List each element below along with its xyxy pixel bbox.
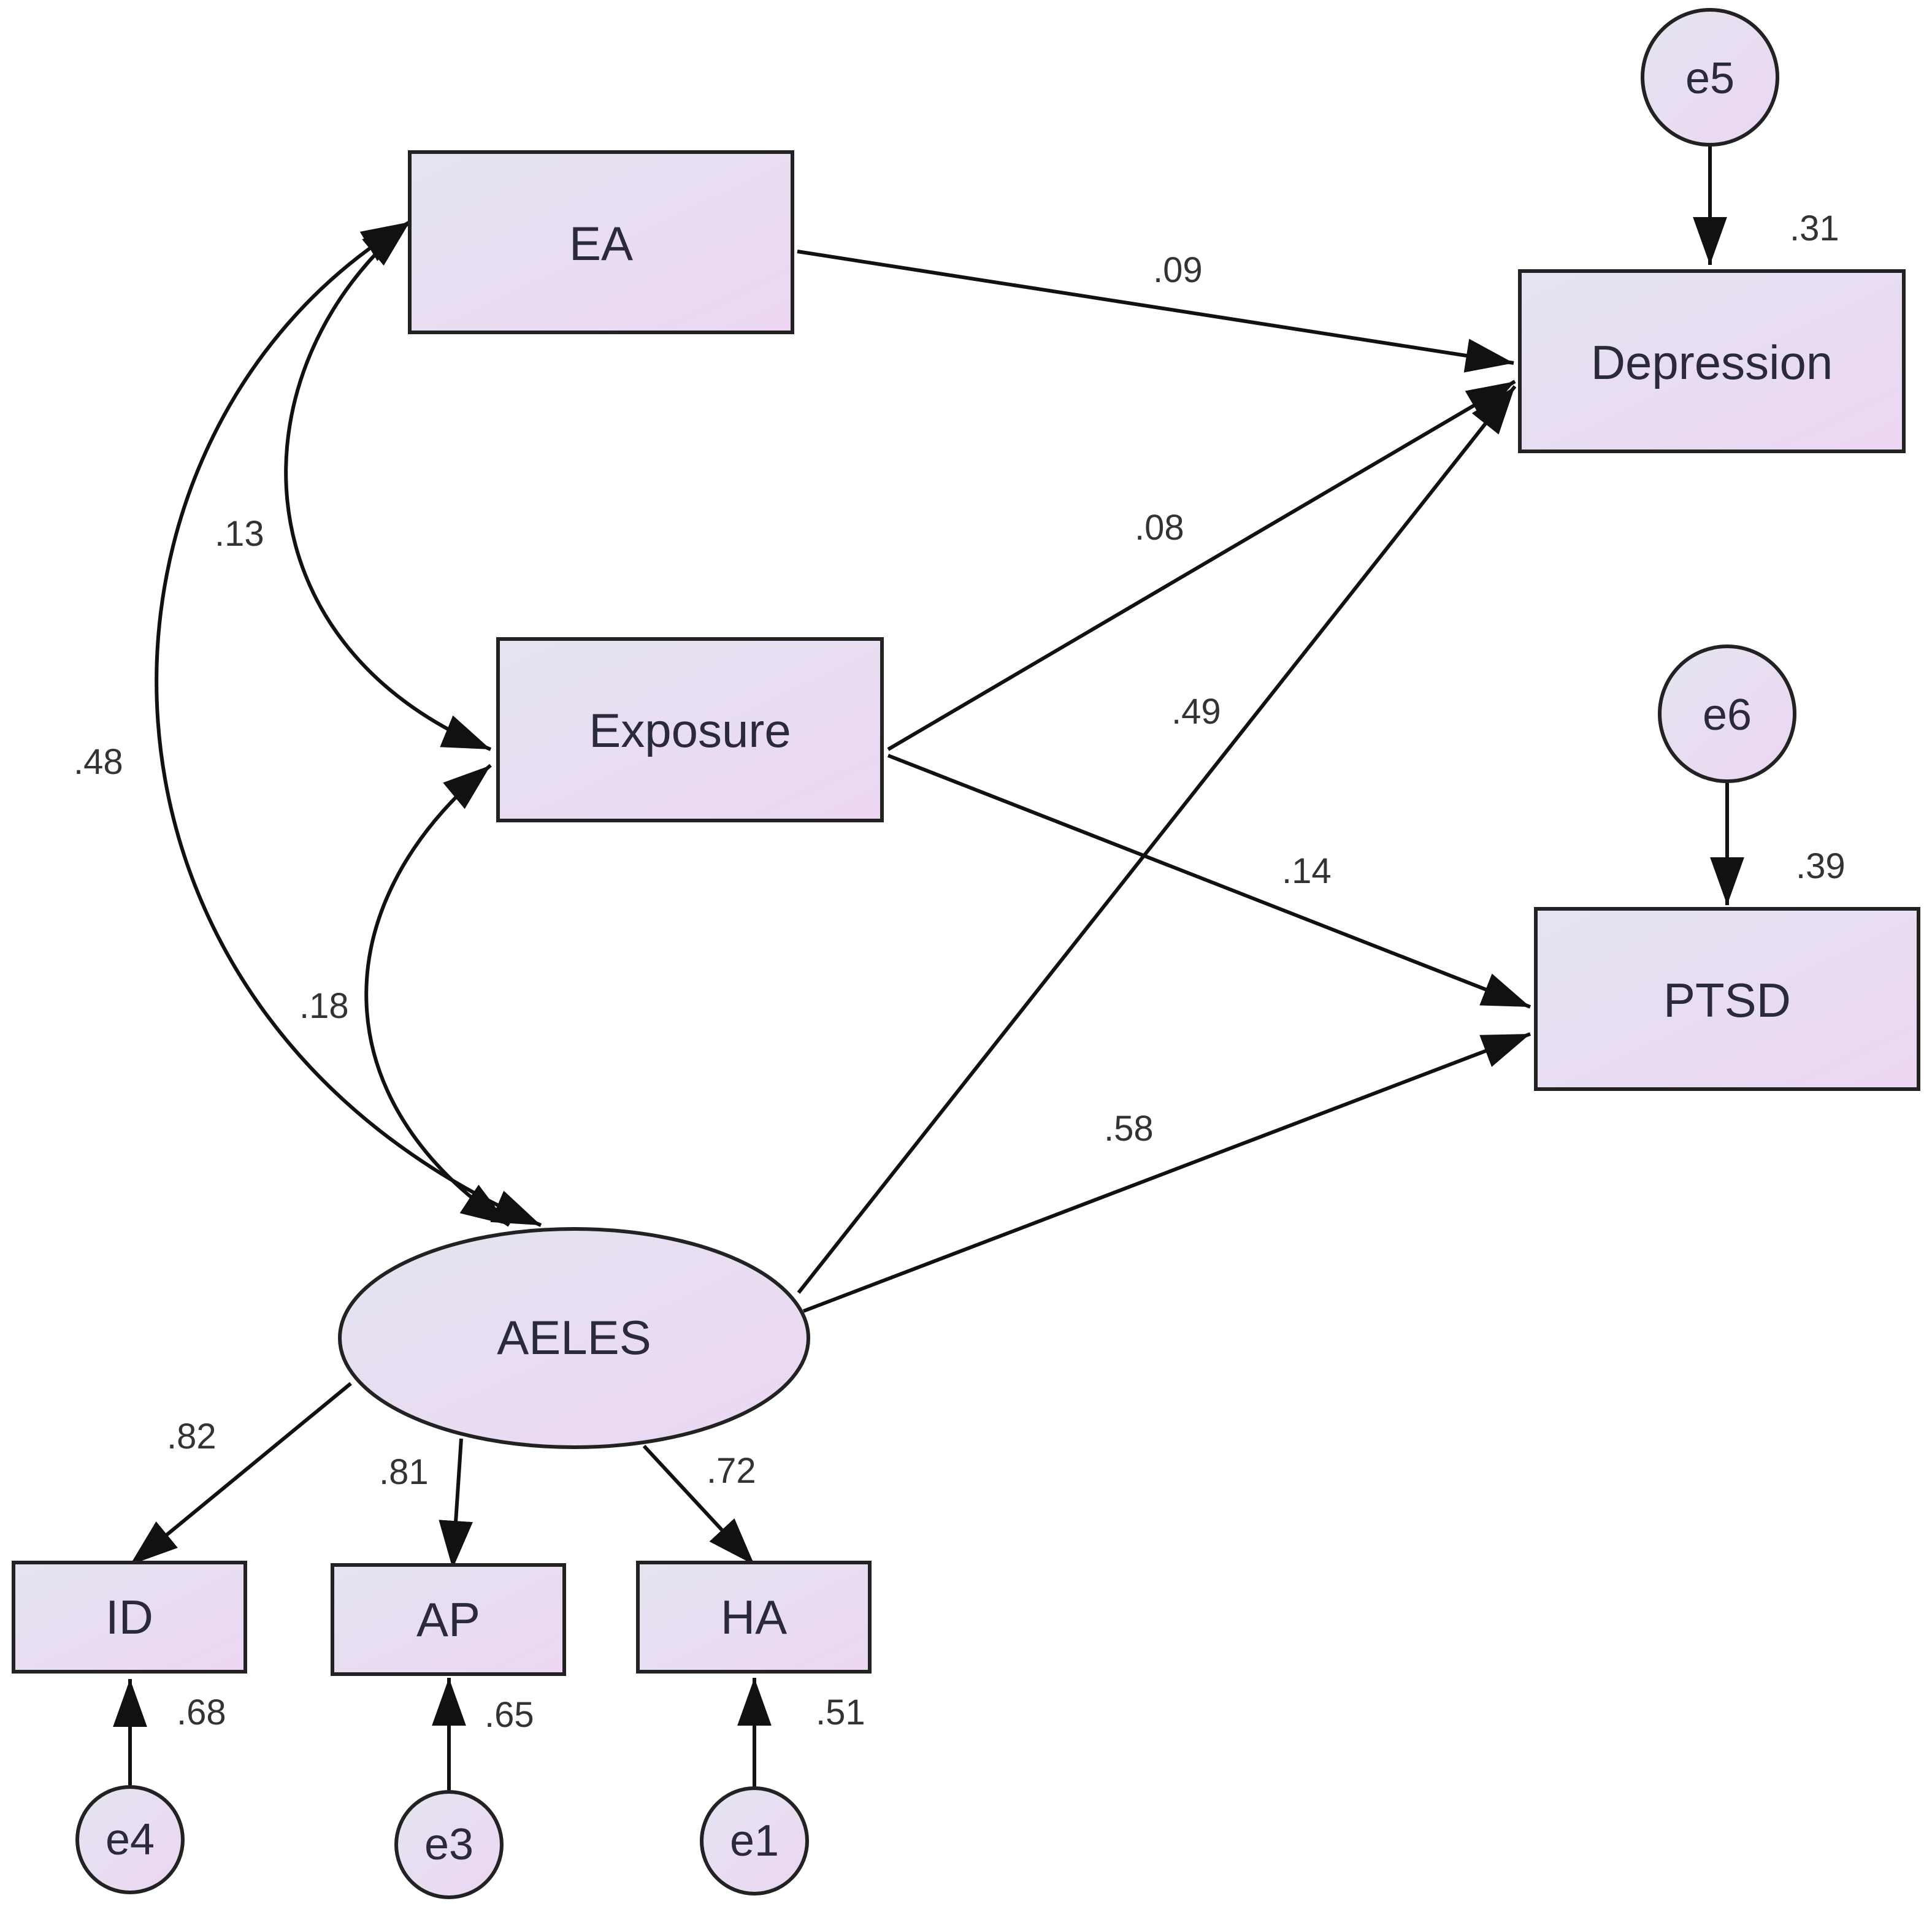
coef-aeles-depression: .49: [1171, 692, 1221, 732]
edge-aeles-depression: [797, 385, 1517, 1294]
correlation-ea-aeles: [155, 220, 542, 1227]
coef-aeles-ptsd: .58: [1104, 1109, 1154, 1149]
error-e1: e1: [700, 1786, 809, 1896]
coef-ea-exposure: .13: [215, 514, 264, 554]
error-e5: e5: [1641, 8, 1779, 147]
r2-ptsd: .39: [1796, 846, 1846, 886]
error-e5-label: e5: [1685, 54, 1735, 103]
node-id: ID: [12, 1561, 247, 1674]
node-depression-label: Depression: [1591, 335, 1833, 389]
edge-aeles-ha: [642, 1444, 756, 1567]
r2-depression: .31: [1790, 208, 1839, 248]
coef-aeles-ap: .81: [379, 1452, 429, 1492]
coef-exposure-ptsd: .14: [1282, 851, 1332, 891]
edge-aeles-ap: [439, 1438, 473, 1569]
coef-exposure-depression: .08: [1135, 508, 1184, 548]
node-depression: Depression: [1518, 269, 1906, 453]
coef-aeles-id: .82: [167, 1417, 217, 1456]
node-ea: EA: [408, 150, 794, 334]
coef-aeles-ha: .72: [707, 1451, 756, 1491]
node-ha-label: HA: [721, 1590, 787, 1644]
edge-exposure-depression: [887, 380, 1516, 751]
error-e6-label: e6: [1703, 691, 1752, 740]
coef-ea-aeles: .48: [74, 742, 123, 782]
error-e1-label: e1: [730, 1816, 779, 1865]
node-aeles-label: AELES: [497, 1310, 651, 1364]
node-exposure: Exposure: [496, 637, 884, 822]
error-e4: e4: [75, 1785, 185, 1894]
node-ap: AP: [331, 1563, 566, 1676]
edge-exposure-ptsd: [887, 754, 1531, 1009]
error-e3: e3: [394, 1790, 504, 1899]
edge-aeles-id: [129, 1382, 352, 1567]
node-ha: HA: [636, 1561, 872, 1674]
node-ptsd-label: PTSD: [1663, 973, 1791, 1027]
coefficients: .09 .08 .49 .14 .58 .13 .48 .18 .82 .81 …: [74, 208, 1846, 1735]
coef-ea-depression: .09: [1153, 250, 1203, 290]
correlation-exposure-aeles: [364, 763, 510, 1227]
edge-ea-depression: [797, 250, 1514, 373]
error-e3-label: e3: [424, 1820, 473, 1869]
error-e6: e6: [1658, 645, 1796, 783]
error-e4-label: e4: [105, 1815, 155, 1864]
node-aeles: AELES: [338, 1227, 810, 1449]
edges: [113, 145, 1744, 1794]
edge-aeles-ptsd: [802, 1032, 1531, 1313]
node-exposure-label: Exposure: [589, 703, 791, 757]
node-ea-label: EA: [569, 216, 633, 270]
node-ptsd: PTSD: [1534, 907, 1920, 1091]
node-id-label: ID: [105, 1590, 153, 1644]
r2-id: .68: [177, 1693, 226, 1732]
node-ap-label: AP: [416, 1593, 480, 1647]
r2-ha: .51: [816, 1693, 865, 1732]
coef-exposure-aeles: .18: [299, 986, 349, 1026]
r2-ap: .65: [485, 1695, 534, 1735]
